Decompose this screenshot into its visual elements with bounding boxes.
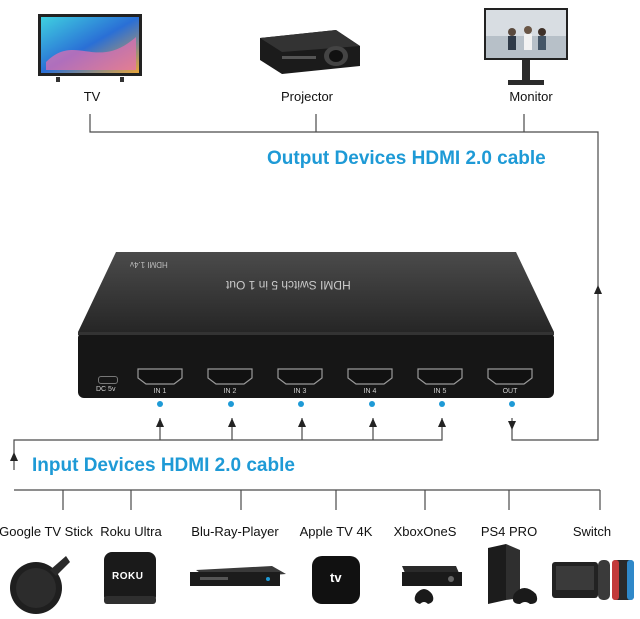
projector-icon: [260, 30, 360, 74]
input-label-google-tv-stick: Google TV Stick: [0, 524, 93, 539]
input-label-xboxones: XboxOneS: [393, 524, 457, 539]
output-label-projector: Projector: [280, 89, 334, 104]
hdmi-port-in5: [417, 368, 463, 385]
roku-icon: [104, 552, 156, 604]
xbox-icon: [402, 566, 462, 604]
hdmi-port-in2: [207, 368, 253, 385]
port-led-out: [509, 401, 515, 407]
output-label-tv: TV: [83, 89, 101, 104]
input-label-switch: Switch: [572, 524, 612, 539]
dc-power-port: [98, 376, 118, 384]
tv-device: [36, 12, 144, 84]
port-led-in2: [228, 401, 234, 407]
input-label-ps4-pro: PS4 PRO: [480, 524, 538, 539]
hdmi-port-in3: [277, 368, 323, 385]
monitor-icon: [484, 8, 568, 85]
roku-logo: ROKU: [112, 571, 144, 582]
port-label-in3: IN 3: [293, 388, 307, 395]
ps4-icon: [488, 544, 538, 604]
projector-device: [252, 20, 364, 80]
hdmi-port-out: [487, 368, 533, 385]
port-led-in3: [298, 401, 304, 407]
nintendo-switch-icon: [552, 560, 634, 600]
dc-port-label: DC 5v: [96, 386, 116, 393]
input-label-bluray-player: Blu-Ray-Player: [191, 524, 279, 539]
port-label-in5: IN 5: [433, 388, 447, 395]
hdmi-port-in1: [137, 368, 183, 385]
port-label-in2: IN 2: [223, 388, 237, 395]
tv-icon: [38, 14, 142, 82]
input-label-roku-ultra: Roku Ultra: [100, 524, 162, 539]
port-led-in5: [439, 401, 445, 407]
port-label-in4: IN 4: [363, 388, 377, 395]
apple-tv-icon: [312, 556, 360, 604]
output-label-monitor: Monitor: [509, 89, 553, 104]
port-led-in4: [369, 401, 375, 407]
apple-tv-logo: tv: [330, 570, 342, 585]
bluray-player-icon: [190, 566, 286, 586]
port-led-in1: [157, 401, 163, 407]
input-devices-title: Input Devices HDMI 2.0 cable: [32, 455, 295, 476]
monitor-device: [482, 6, 570, 88]
port-label-out: OUT: [502, 388, 518, 395]
output-devices-title: Output Devices HDMI 2.0 cable: [267, 148, 546, 169]
hdmi-port-in4: [347, 368, 393, 385]
chromecast-icon: [10, 556, 70, 614]
port-label-in1: IN 1: [153, 388, 167, 395]
input-label-apple-tv-4k: Apple TV 4K: [299, 524, 373, 539]
